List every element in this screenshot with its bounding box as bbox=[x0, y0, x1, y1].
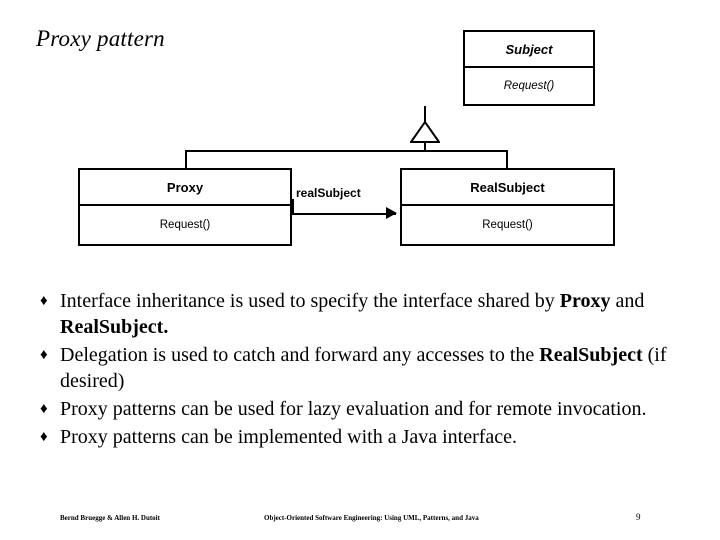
footer-book-title: Object-Oriented Software Engineering: Us… bbox=[264, 514, 479, 522]
uml-class-subject-name: Subject bbox=[465, 32, 593, 68]
bullet-item: ♦ Proxy patterns can be implemented with … bbox=[36, 424, 696, 450]
association-left-tick bbox=[292, 199, 294, 215]
generalization-stem-upper bbox=[424, 106, 426, 123]
footer-page-number: 9 bbox=[636, 512, 641, 522]
uml-class-proxy-operations: Request() bbox=[159, 219, 211, 231]
bullet-diamond-icon: ♦ bbox=[40, 429, 48, 445]
bullet-text: Interface inheritance is used to specify… bbox=[60, 290, 645, 338]
bullet-item: ♦ Delegation is used to catch and forward… bbox=[36, 342, 696, 394]
bullet-text: Proxy patterns can be implemented with a… bbox=[60, 426, 518, 448]
generalization-stem-lower bbox=[424, 142, 426, 152]
bullet-diamond-icon: ♦ bbox=[40, 293, 48, 309]
bullet-list: ♦ Interface inheritance is used to specif… bbox=[36, 288, 696, 452]
generalization-drop-to-realsubject bbox=[506, 150, 508, 169]
association-line bbox=[292, 213, 396, 215]
generalization-horizontal-bar bbox=[185, 150, 426, 152]
uml-class-subject-operations: Request() bbox=[503, 80, 555, 92]
uml-class-realsubject-name: RealSubject bbox=[402, 170, 613, 206]
bullet-diamond-icon: ♦ bbox=[40, 347, 48, 363]
bullet-text: Delegation is used to catch and forward … bbox=[60, 344, 667, 392]
generalization-horizontal-bar-right bbox=[424, 150, 508, 152]
bullet-item: ♦ Proxy patterns can be used for lazy eva… bbox=[36, 396, 696, 422]
association-role-label: realSubject bbox=[296, 186, 361, 200]
association-arrowhead-icon bbox=[386, 207, 397, 219]
uml-class-subject: Subject Request() bbox=[463, 30, 595, 106]
page-title: Proxy pattern bbox=[36, 26, 165, 51]
bullet-text: Proxy patterns can be used for lazy eval… bbox=[60, 398, 647, 420]
footer-authors: Bernd Bruegge & Allen H. Dutoit bbox=[60, 514, 160, 522]
slide-footer: Bernd Bruegge & Allen H. Dutoit Object-O… bbox=[0, 512, 720, 530]
uml-class-proxy-name: Proxy bbox=[80, 170, 290, 206]
uml-class-proxy: Proxy Request() bbox=[78, 168, 292, 246]
generalization-triangle-icon bbox=[410, 121, 440, 143]
uml-class-realsubject: RealSubject Request() bbox=[400, 168, 615, 246]
bullet-diamond-icon: ♦ bbox=[40, 401, 48, 417]
uml-class-realsubject-operations: Request() bbox=[482, 219, 533, 231]
generalization-drop-to-proxy bbox=[185, 150, 187, 169]
bullet-item: ♦ Interface inheritance is used to specif… bbox=[36, 288, 696, 340]
